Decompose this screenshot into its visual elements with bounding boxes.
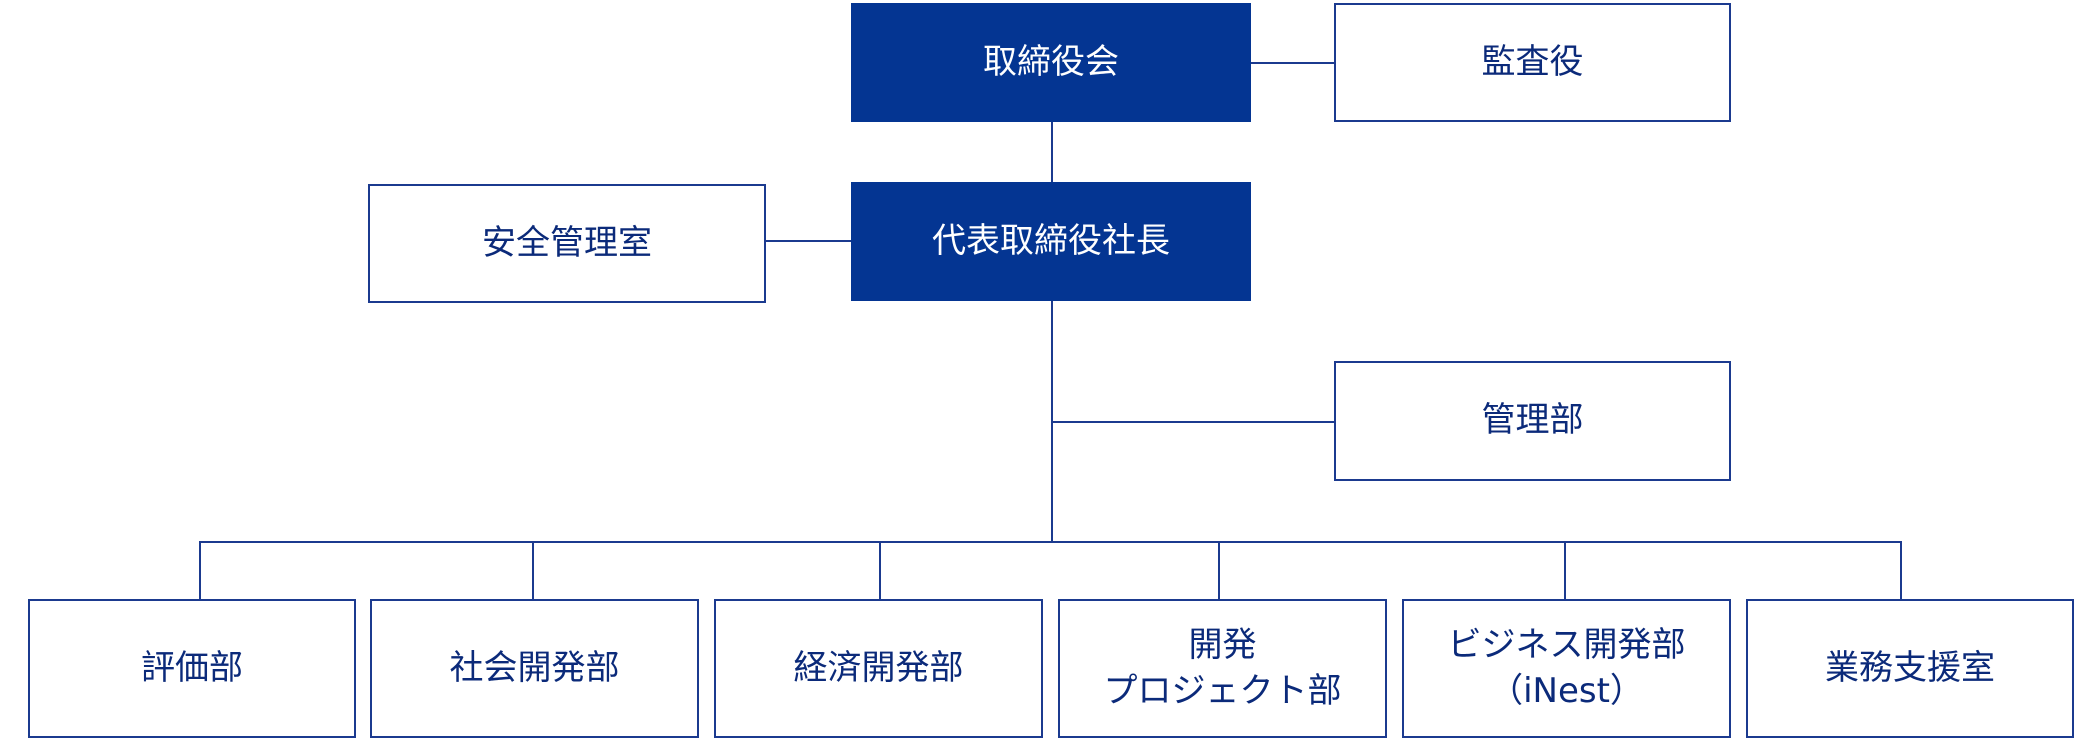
president-box: 代表取締役社長 <box>851 182 1251 301</box>
connector-dept-6 <box>1900 541 1902 599</box>
connector-departments-bar <box>199 541 1902 543</box>
safety-office-box: 安全管理室 <box>368 184 766 303</box>
connector-dept-3 <box>879 541 881 599</box>
board-of-directors-box: 取締役会 <box>851 3 1251 122</box>
department-label-line-2: （iNest） <box>1489 670 1644 711</box>
administration-box: 管理部 <box>1334 361 1731 481</box>
auditor-label: 監査役 <box>1481 41 1584 82</box>
connector-safety-president <box>766 240 851 242</box>
connector-trunk-admin <box>1052 421 1334 423</box>
department-label-line-1: ビジネス開発部 <box>1447 624 1686 665</box>
department-label: 経済開発部 <box>793 647 964 688</box>
department-box: 開発 プロジェクト部 <box>1058 599 1387 738</box>
connector-dept-4 <box>1218 541 1220 599</box>
department-label: 社会開発部 <box>449 647 620 688</box>
board-of-directors-label: 取締役会 <box>983 41 1119 82</box>
connector-dept-1 <box>199 541 201 599</box>
department-box: 社会開発部 <box>370 599 699 738</box>
president-label: 代表取締役社長 <box>932 220 1170 261</box>
auditor-box: 監査役 <box>1334 3 1731 122</box>
department-box: 経済開発部 <box>714 599 1043 738</box>
department-box: 評価部 <box>28 599 356 738</box>
connector-board-president <box>1051 122 1053 182</box>
connector-board-auditor <box>1251 62 1334 64</box>
department-label: 評価部 <box>141 647 243 688</box>
department-box: 業務支援室 <box>1746 599 2074 738</box>
department-label-line-1: 開発 <box>1188 624 1257 665</box>
department-label: 業務支援室 <box>1825 647 1995 688</box>
department-label-line-2: プロジェクト部 <box>1103 670 1342 711</box>
connector-dept-5 <box>1564 541 1566 599</box>
department-box: ビジネス開発部 （iNest） <box>1402 599 1731 738</box>
administration-label: 管理部 <box>1481 400 1584 441</box>
safety-office-label: 安全管理室 <box>482 222 652 263</box>
connector-dept-2 <box>532 541 534 599</box>
